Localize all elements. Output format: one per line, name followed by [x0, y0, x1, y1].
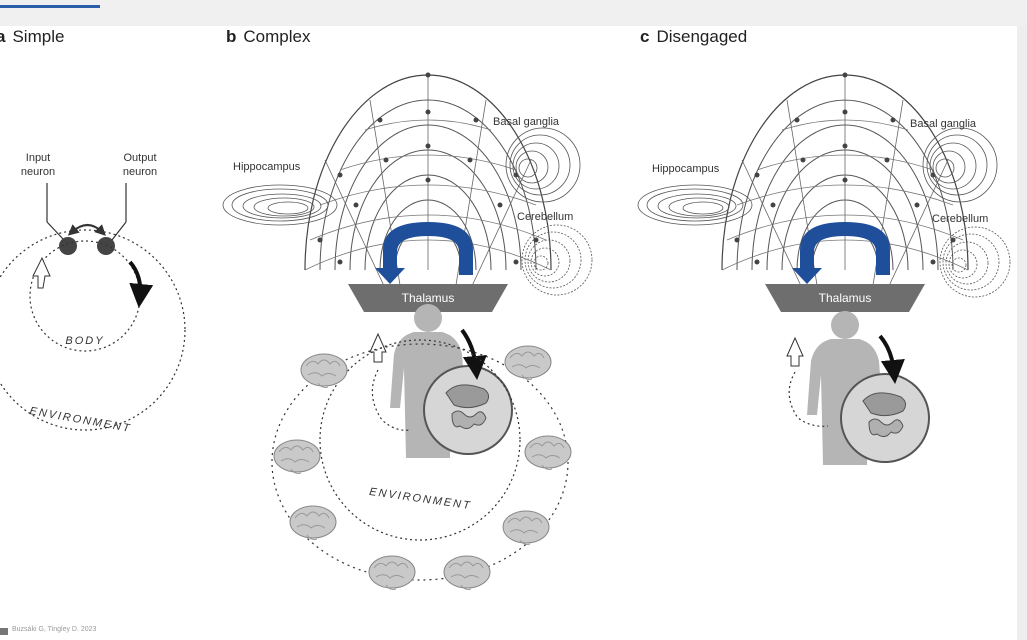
basal-ganglia-shape — [505, 127, 581, 203]
brain-icon — [443, 555, 491, 590]
liver-icon-c — [862, 392, 907, 417]
cerebellum-label-b: Cerebellum — [517, 211, 573, 223]
brain-icon — [504, 345, 552, 380]
panel-b-letter: b — [226, 27, 237, 46]
thalamus-label-c: Thalamus — [819, 291, 872, 305]
body-loop-b — [371, 369, 411, 431]
panel-c-title: Disengaged — [656, 27, 748, 46]
input-arrow-c — [786, 336, 804, 367]
cerebellum-shape-c — [939, 226, 1011, 298]
thalamus-label-b: Thalamus — [402, 291, 455, 305]
thalamocortical-loop-arrow-b — [375, 222, 473, 284]
brain-icon — [289, 505, 337, 540]
brain-icon — [502, 510, 550, 545]
brain-icon — [300, 353, 348, 388]
figure-diagram: Input neuron Output neuron BODY ENVIRONM… — [0, 72, 1011, 590]
panel-c-letter: c — [640, 27, 650, 46]
output-arrow-b — [460, 328, 487, 380]
brain-icon — [368, 555, 416, 590]
basal-ganglia-shape-c — [922, 127, 998, 203]
body-label: BODY — [65, 335, 104, 347]
panel-a-title: Simple — [12, 27, 65, 46]
panel-c-diagram: Hippocampus Basal ganglia Cerebellum Tha… — [637, 72, 1011, 465]
panel-c-label: c Disengaged — [640, 27, 747, 47]
cerebellum-label-c: Cerebellum — [932, 213, 988, 225]
input-arrow-icon — [32, 256, 51, 289]
thalamus-c — [765, 284, 925, 312]
output-label-line2: neuron — [123, 166, 157, 178]
social-ring-b — [271, 343, 569, 581]
credit-marker — [0, 628, 8, 635]
basal-ganglia-label-b: Basal ganglia — [493, 116, 560, 128]
input-arrow-b — [369, 332, 387, 363]
input-neuron — [59, 237, 77, 255]
environment-loop — [0, 229, 186, 431]
hippocampus-shape — [222, 184, 338, 226]
output-arrow-c — [878, 334, 905, 384]
basal-ganglia-label-c: Basal ganglia — [910, 118, 977, 130]
body-loop-c — [788, 371, 829, 427]
brain-icon — [273, 439, 321, 474]
environment-label-b: ENVIRONMENT — [368, 486, 472, 512]
intestine-icon-c — [868, 418, 904, 438]
thalamocortical-loop-arrow-c — [792, 222, 890, 284]
liver-icon-b — [445, 384, 490, 409]
panel-a-letter: a — [0, 27, 6, 46]
input-label-line1: Input — [26, 152, 50, 164]
figure-link-underline[interactable] — [0, 0, 100, 8]
scrollbar-track[interactable] — [1017, 26, 1027, 640]
panel-a-label: a Simple — [0, 27, 64, 47]
top-strip — [0, 0, 1027, 26]
hippocampus-label-b: Hippocampus — [233, 161, 301, 173]
input-label-line2: neuron — [21, 166, 55, 178]
brain-icon — [524, 435, 572, 470]
figure-credit: Buzsáki G, Tingley D. 2023 — [12, 626, 97, 633]
output-label-line1: Output — [123, 152, 156, 164]
panel-a-diagram: Input neuron Output neuron BODY ENVIRONM… — [0, 152, 186, 435]
panel-b-label: b Complex — [226, 27, 310, 47]
environment-inner-loop-b — [319, 339, 521, 541]
cerebellum-shape — [521, 224, 593, 296]
panel-b-title: Complex — [243, 27, 311, 46]
thalamus-b — [348, 284, 508, 312]
output-arrow-icon — [128, 260, 154, 308]
hippocampus-shape-c — [637, 184, 753, 226]
panel-b-diagram: Hippocampus Basal ganglia Cerebellum Tha… — [222, 72, 593, 590]
intestine-icon-b — [451, 410, 487, 430]
hippocampus-label-c: Hippocampus — [652, 163, 720, 175]
viscera-circle-c — [840, 373, 930, 463]
output-neuron — [97, 237, 115, 255]
